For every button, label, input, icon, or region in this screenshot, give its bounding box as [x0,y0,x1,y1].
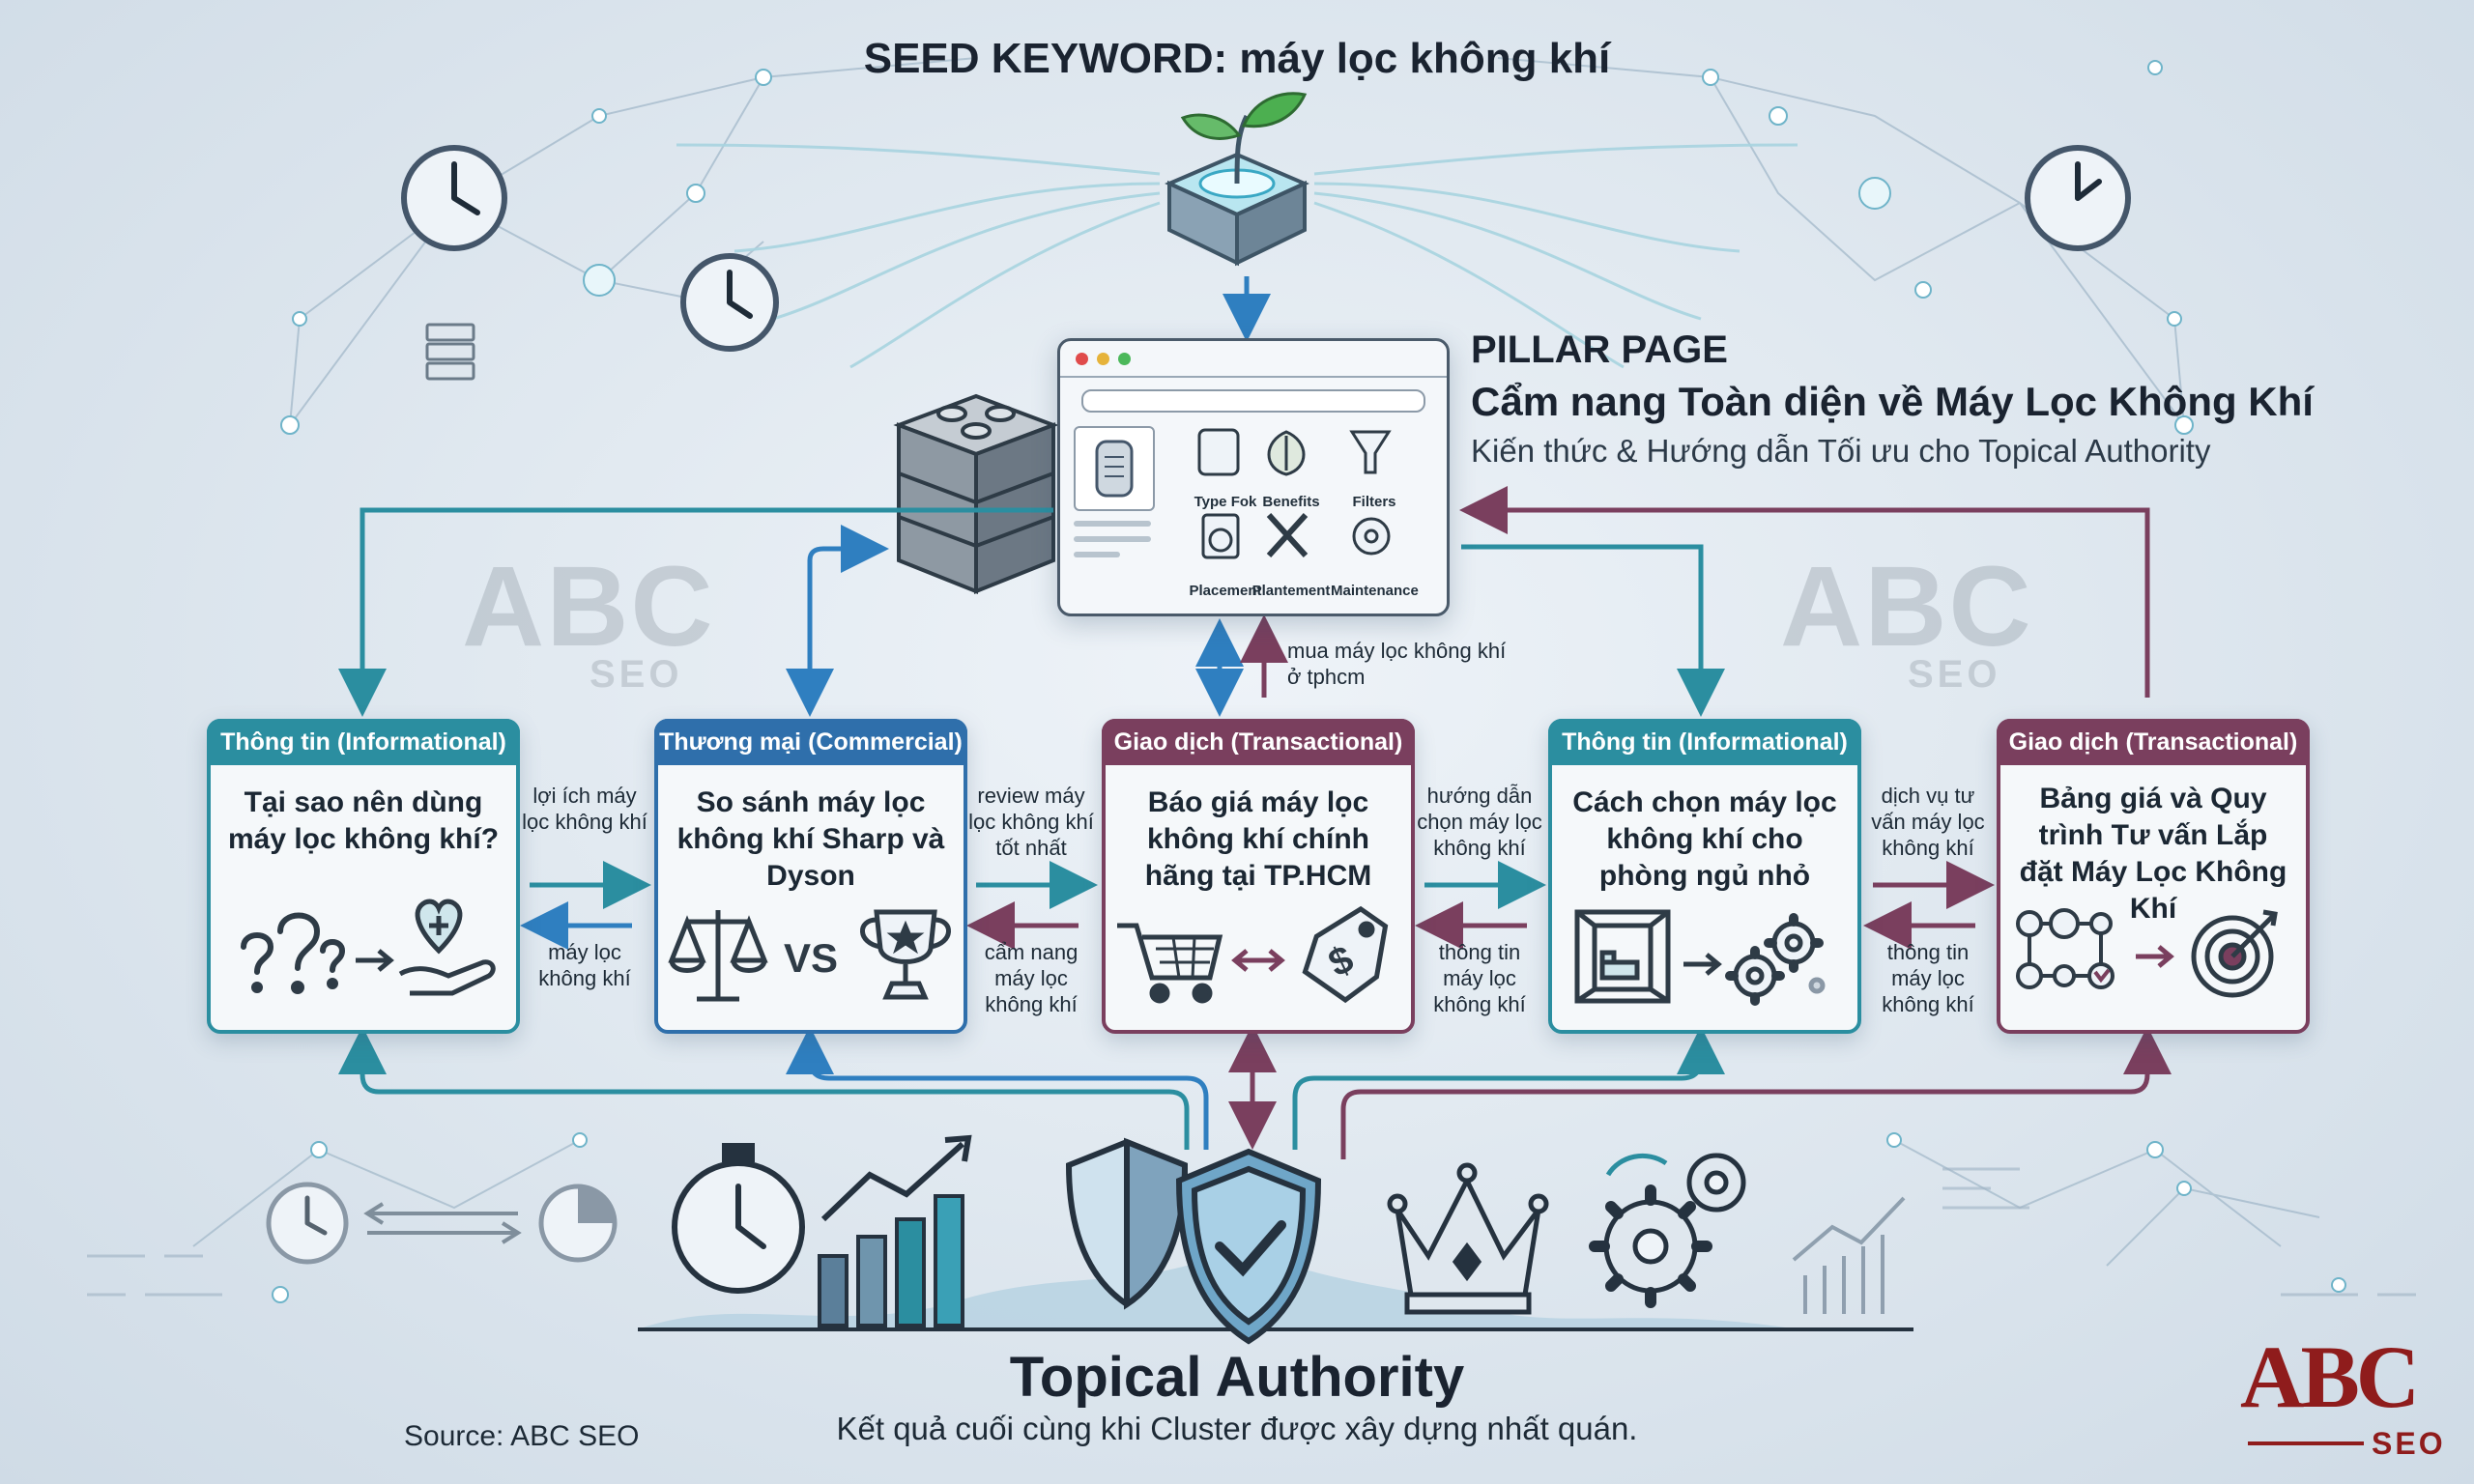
cluster-icons: VS [668,909,951,1002]
gears-icon [1725,913,1826,1006]
cluster-title: Tại sao nên dùng máy lọc không khí? [227,786,500,855]
air-purifier-icon [1095,440,1134,498]
tile-label: Type Fok [1194,494,1257,510]
process-flow-icon [2016,908,2114,989]
cluster-card-transactional-2[interactable]: Giao dịch (Transactional) Bảng giá và Qu… [1997,719,2310,1034]
cluster-type-label: Giao dịch (Transactional) [1997,719,2310,765]
tile-label: Placement [1189,583,1262,599]
bar-chart-icon [818,1134,972,1327]
tile-label: Plantement [1251,583,1331,599]
stopwatch-icon [672,1143,805,1294]
tools-icon [1266,512,1309,558]
cluster-card-commercial[interactable]: Thương mại (Commercial) So sánh máy lọc … [654,719,967,1034]
watermark-logo: ABC [462,543,715,671]
logo-underline [2248,1441,2364,1445]
pillar-page-window: Type Fok Benefits Filters Placement Plan… [1057,338,1450,616]
heart-hand-icon [398,899,496,996]
clock-icon [266,1182,349,1265]
pillar-heading: PILLAR PAGE [1471,328,1728,371]
connector-forward-text: hướng dẫn chọn máy lọc không khí [1417,784,1542,860]
cart-icon [1117,923,1223,1004]
sprout-icon [1165,92,1309,267]
abc-seo-logo: ABC [2240,1327,2420,1426]
browser-url-bar [1081,389,1425,413]
connector-back-text: máy lọc không khí [538,940,631,990]
filter-icon [1349,430,1392,474]
seed-keyword-title: SEED KEYWORD: máy lọc không khí [863,35,1611,82]
clock-icon [401,145,507,251]
cluster-type-label: Thương mại (Commercial) [654,719,967,765]
cluster-icons [1574,909,1826,1006]
pie-clock-icon [538,1184,618,1263]
watermark-sub: SEO [1908,653,2001,696]
pillar-topic-icons [1197,428,1392,559]
cluster-icons [241,899,496,996]
pillar-anchor-text: mua máy lọc không khí ở tphcm [1287,639,1507,689]
cluster-type-label: Giao dịch (Transactional) [1102,719,1415,765]
cluster-title: Bảng giá và Quy trình Tư vấn Lắp đặt Máy… [2019,783,2287,925]
cluster-card-transactional[interactable]: Giao dịch (Transactional) Báo giá máy lọ… [1102,719,1415,1034]
cluster-title: Cách chọn máy lọc không khí cho phòng ng… [1572,786,1837,892]
watermark-logo: ABC [1780,543,2033,671]
connector-back-text: thông tin máy lọc không khí [1882,940,1974,1016]
price-tag-icon: $ [1302,905,1389,1004]
tile-label: Benefits [1262,494,1320,510]
pillar-title: Cẩm nang Toàn diện về Máy Lọc Không Khí [1471,379,2314,424]
trophy-icon [860,909,951,1000]
question-icon [241,912,346,994]
watermark-sub: SEO [590,653,683,696]
room-icon [1574,909,1671,1004]
gears-icon [1589,1153,1746,1308]
vs-text: VS [784,935,838,981]
text-lines [1074,521,1151,557]
shield-icon [1065,1137,1189,1310]
cluster-type-label: Thông tin (Informational) [207,719,520,765]
connector-forward-text: lợi ích máy lọc không khí [522,784,647,834]
shield-check-icon [1175,1148,1322,1345]
cluster-type-label: Thông tin (Informational) [1548,719,1861,765]
cluster-card-informational-2[interactable]: Thông tin (Informational) Cách chọn máy … [1548,719,1861,1034]
cluster-icons [2016,908,2278,998]
cluster-title: So sánh máy lọc không khí Sharp và Dyson [676,786,945,892]
cluster-icons: $ [1117,905,1389,1004]
crown-icon [1387,1162,1549,1315]
topical-authority-title: Topical Authority [1009,1346,1465,1409]
product-thumbnail [1074,426,1155,511]
browser-titlebar [1060,341,1447,378]
clock-icon [680,253,779,352]
tile-label: Maintenance [1331,583,1419,599]
scales-icon [668,910,768,1002]
topical-authority-subtitle: Kết quả cuối cùng khi Cluster được xây d… [836,1411,1638,1446]
target-icon [2191,909,2278,998]
purifier-type-icon [1197,428,1240,476]
clock-icon [2025,145,2131,251]
database-icon [425,323,475,381]
source-credit: Source: ABC SEO [404,1420,640,1452]
connector-back-text: thông tin máy lọc không khí [1433,940,1526,1016]
connector-back-text: cẩm nang máy lọc không khí [984,940,1079,1016]
connector-forward-text: review máy lọc không khí tốt nhất [968,784,1094,860]
connector-forward-text: dịch vụ tư vấn máy lọc không khí [1871,784,1985,860]
pillar-subtitle: Kiến thức & Hướng dẫn Tối ưu cho Topical… [1471,433,2211,469]
tile-label: Filters [1352,494,1396,510]
cluster-card-informational[interactable]: Thông tin (Informational) Tại sao nên dù… [207,719,520,1034]
cluster-title: Báo giá máy lọc không khí chính hãng tại… [1144,786,1372,892]
abc-seo-logo-sub: SEO [2372,1426,2446,1461]
